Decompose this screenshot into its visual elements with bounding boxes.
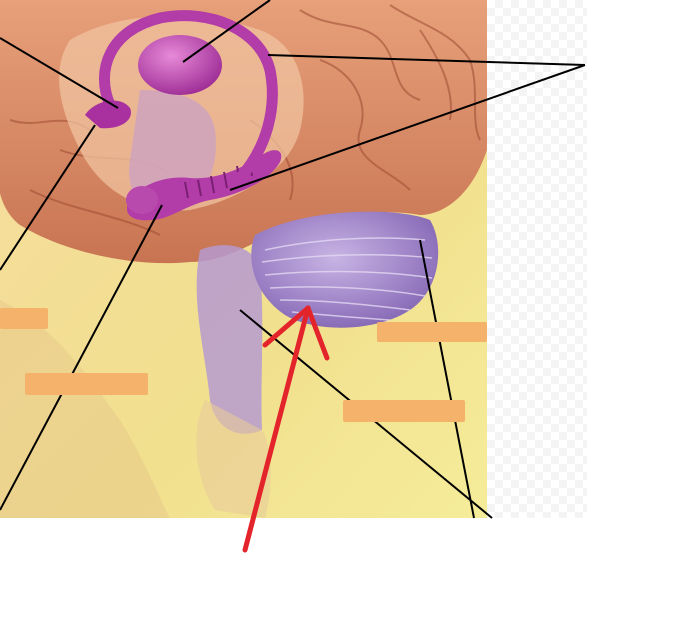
leader-line-thalamus (182, 0, 271, 63)
spinal-cord-shape (196, 400, 271, 518)
red-arrow-icon (242, 305, 330, 553)
blank-label-box-hippocampus[interactable] (25, 373, 148, 395)
fornix-shape (98, 10, 278, 184)
leader-line-hippocampus (0, 204, 163, 511)
transparent-background (487, 0, 587, 518)
blank-label-box-cerebellum[interactable] (377, 322, 487, 342)
leader-line-right-a (267, 54, 586, 66)
blank-label-box-left[interactable] (0, 308, 48, 329)
amygdala-shape (85, 100, 131, 129)
background-shading (0, 300, 170, 518)
cerebellum-shape (251, 211, 439, 328)
leader-line-right-b (229, 64, 586, 191)
brainstem-shape (196, 245, 263, 434)
leader-line-upper-left (0, 37, 119, 109)
leader-line-cerebellum (419, 239, 475, 519)
leader-line-left-amygdala (0, 124, 96, 271)
blank-label-box-brainstem[interactable] (343, 400, 465, 422)
